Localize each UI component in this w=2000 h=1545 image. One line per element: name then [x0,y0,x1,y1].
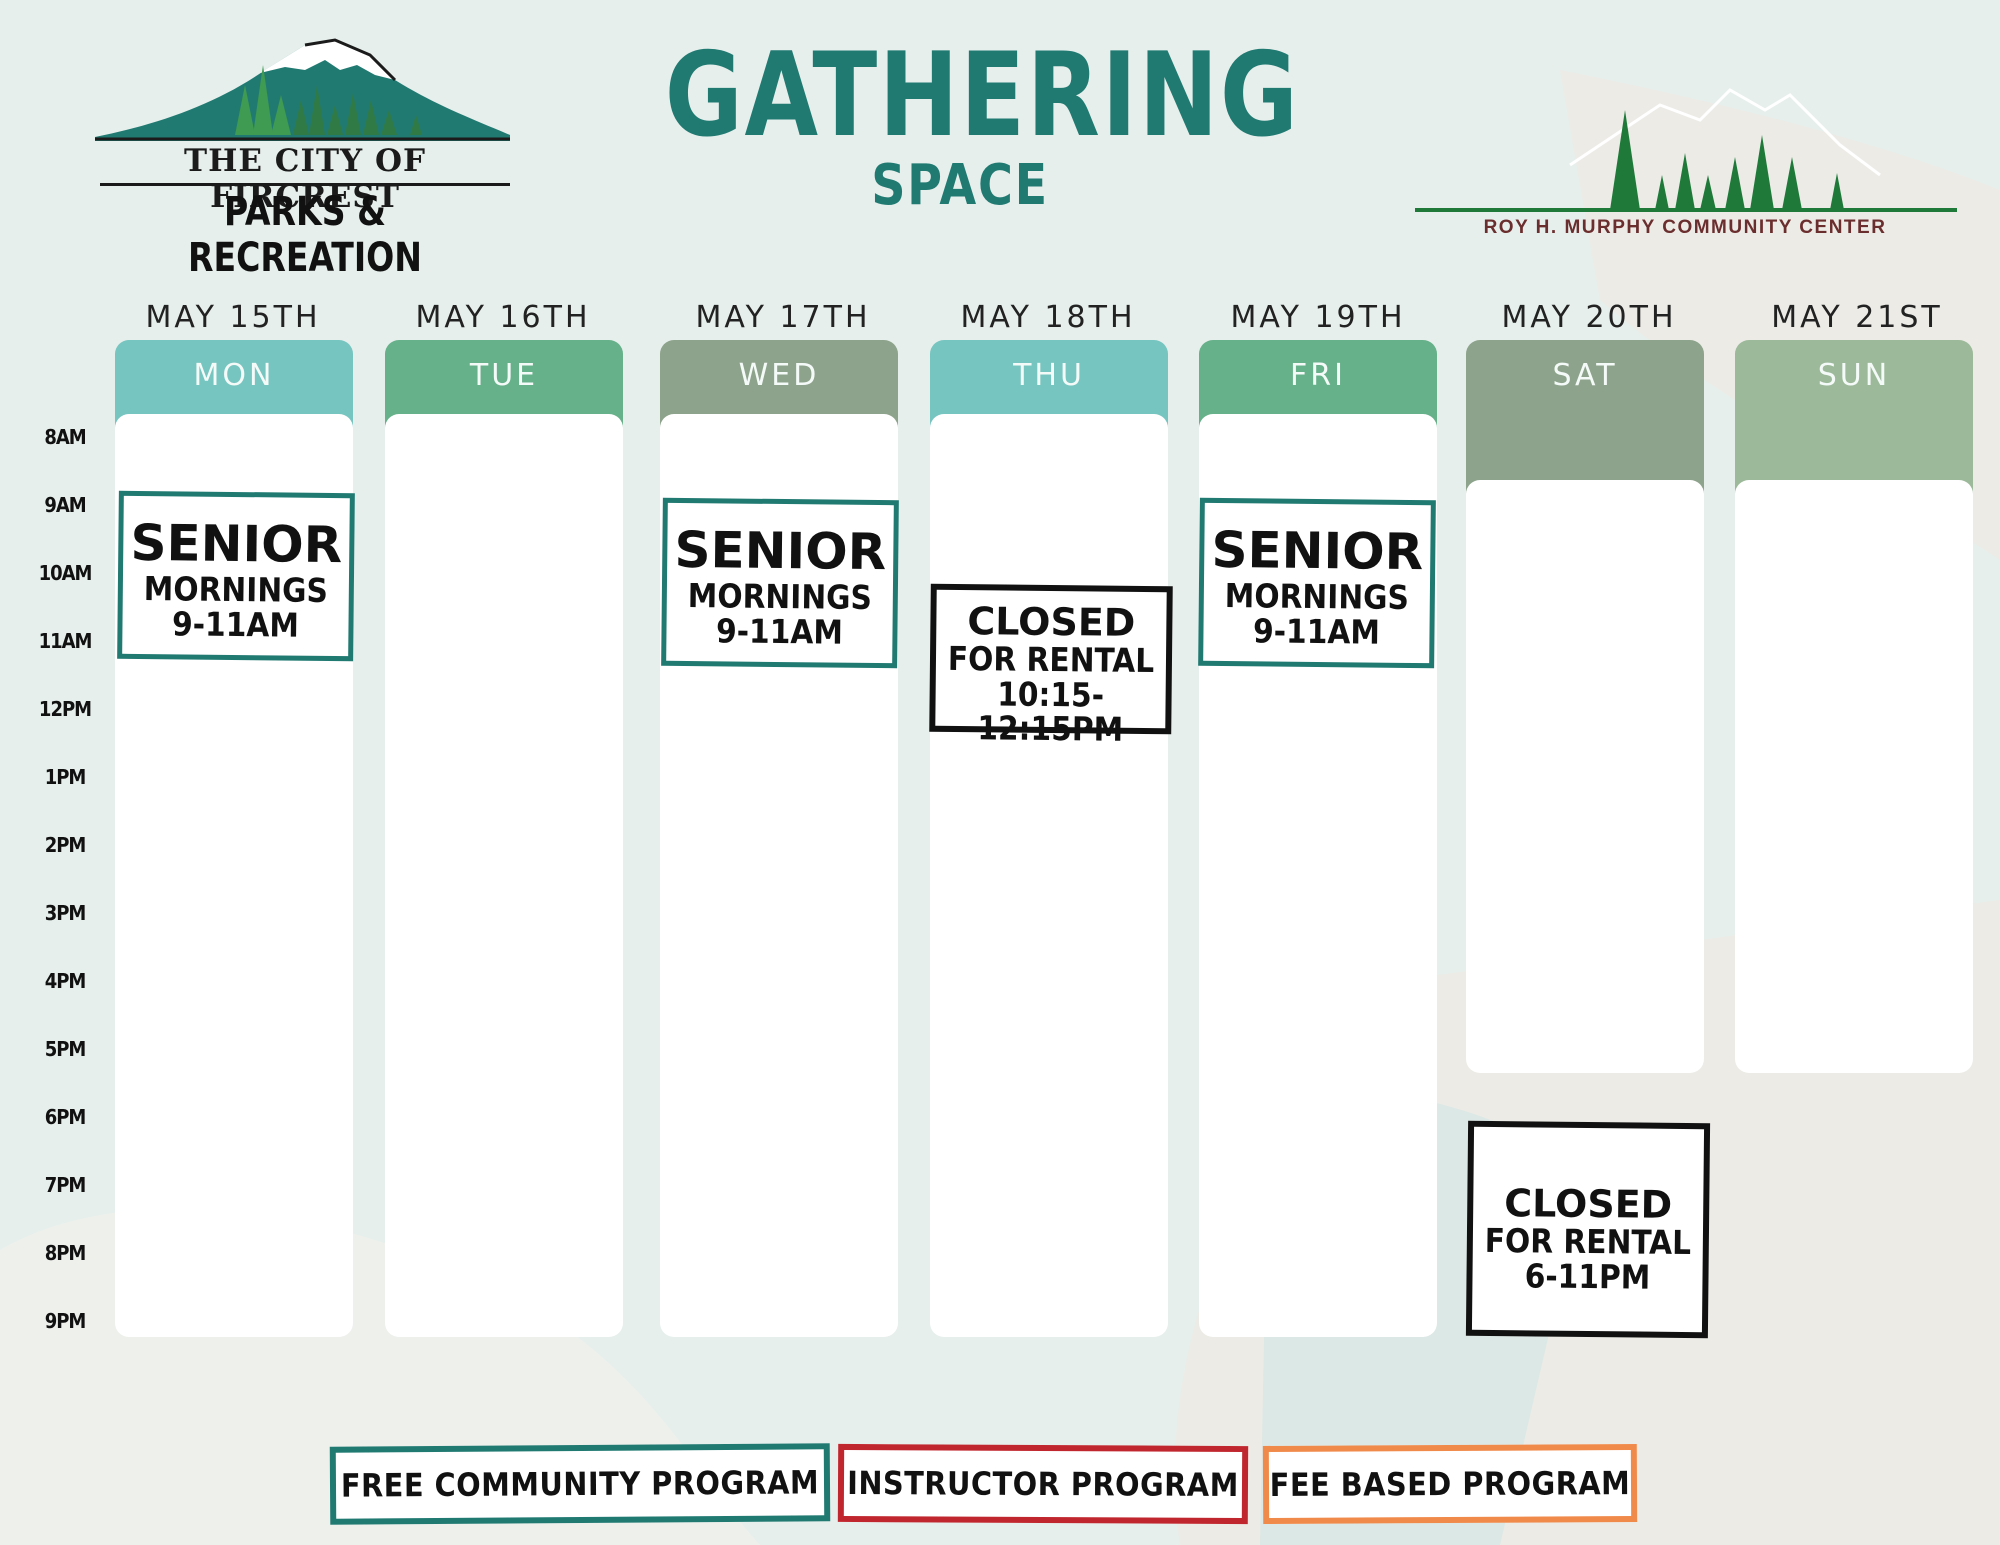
day-label: SAT [1552,358,1618,393]
date-label: MAY 18TH [960,300,1136,335]
legend-instructor-program: INSTRUCTOR PROGRAM [837,1443,1249,1525]
event-closed-rental-thu[interactable]: CLOSED FOR RENTAL 10:15-12:15PM [929,583,1173,749]
legend-fee-based-program: FEE BASED PROGRAM [1262,1444,1638,1524]
date-label: MAY 15TH [145,300,321,335]
time-label: 9AM [44,493,86,517]
event-title: SENIOR [130,513,343,575]
page-title: GATHERING [664,28,1300,163]
date-label: MAY 17TH [695,300,871,335]
time-label: 11AM [38,629,93,653]
day-column-thu: THU [930,340,1168,1337]
day-header: SAT [1466,340,1704,500]
legend-label: INSTRUCTOR PROGRAM [847,1463,1239,1505]
event-title: SENIOR [674,520,887,582]
page-subtitle: SPACE [871,153,1049,218]
date-label: MAY 20TH [1501,300,1677,335]
event-title: CLOSED [967,599,1136,645]
mountain-trees-icon [95,38,510,141]
time-label: 10AM [38,561,93,585]
event-title: CLOSED [1504,1181,1673,1227]
time-label: 1PM [44,765,87,789]
day-column-mon: MON [115,340,353,1337]
day-label: WED [738,358,820,393]
time-label: 12PM [38,697,92,721]
time-label: 9PM [44,1309,87,1333]
day-body [385,414,623,1337]
legend-label: FEE BASED PROGRAM [1269,1464,1631,1504]
day-column-tue: TUE [385,340,623,1337]
time-label: 8PM [44,1241,87,1265]
event-title: SENIOR [1211,520,1424,582]
event-time: 9-11AM [171,603,300,645]
event-subtitle: MORNINGS [687,576,873,617]
day-body [1735,480,1973,1073]
community-center-name: ROY H. MURPHY COMMUNITY CENTER [1483,217,1887,238]
date-label: MAY 19TH [1230,300,1406,335]
event-subtitle: MORNINGS [143,569,329,610]
time-label: 6PM [44,1105,87,1129]
day-body [930,414,1168,1337]
event-time: 6-11PM [1524,1255,1651,1297]
logo-divider [100,183,510,186]
day-label: MON [193,358,275,393]
time-label: 3PM [44,901,87,925]
day-label: THU [1013,358,1085,393]
department-name: PARKS & RECREATION [187,189,423,281]
event-senior-mornings-fri[interactable]: SENIOR MORNINGS 9-11AM [1198,497,1436,669]
event-subtitle: MORNINGS [1224,576,1410,617]
legend-free-community-program: FREE COMMUNITY PROGRAM [329,1443,831,1525]
event-time: 9-11AM [1252,610,1381,652]
date-label: MAY 16TH [415,300,591,335]
time-label: 7PM [44,1173,87,1197]
day-header: SUN [1735,340,1973,500]
event-subtitle: FOR RENTAL [1484,1220,1692,1263]
community-center-logo: ROY H. MURPHY COMMUNITY CENTER [1410,65,1960,250]
date-label: MAY 21ST [1771,300,1943,335]
day-body [1466,480,1704,1073]
event-time: 10:15-12:15PM [977,674,1124,750]
day-label: TUE [469,358,539,393]
pine-trees-icon [1415,88,1957,212]
event-senior-mornings-mon[interactable]: SENIOR MORNINGS 9-11AM [117,490,355,662]
day-column-sun: SUN [1735,340,1973,1073]
event-subtitle: FOR RENTAL [947,638,1155,681]
event-senior-mornings-wed[interactable]: SENIOR MORNINGS 9-11AM [661,497,899,669]
day-column-sat: SAT [1466,340,1704,1073]
event-closed-rental-sat[interactable]: CLOSED FOR RENTAL 6-11PM [1465,1120,1711,1339]
event-time: 9-11AM [715,610,844,652]
legend-label: FREE COMMUNITY PROGRAM [340,1463,820,1505]
time-label: 5PM [44,1037,87,1061]
time-label: 2PM [44,833,87,857]
day-label: FRI [1290,358,1346,393]
day-column-wed: WED [660,340,898,1337]
fircrest-parks-logo: THE CITY OF FIRCREST PARKS & RECREATION [95,25,515,281]
time-label: 8AM [44,425,86,449]
time-label: 4PM [44,969,87,993]
day-label: SUN [1817,358,1891,393]
day-column-fri: FRI [1199,340,1437,1337]
